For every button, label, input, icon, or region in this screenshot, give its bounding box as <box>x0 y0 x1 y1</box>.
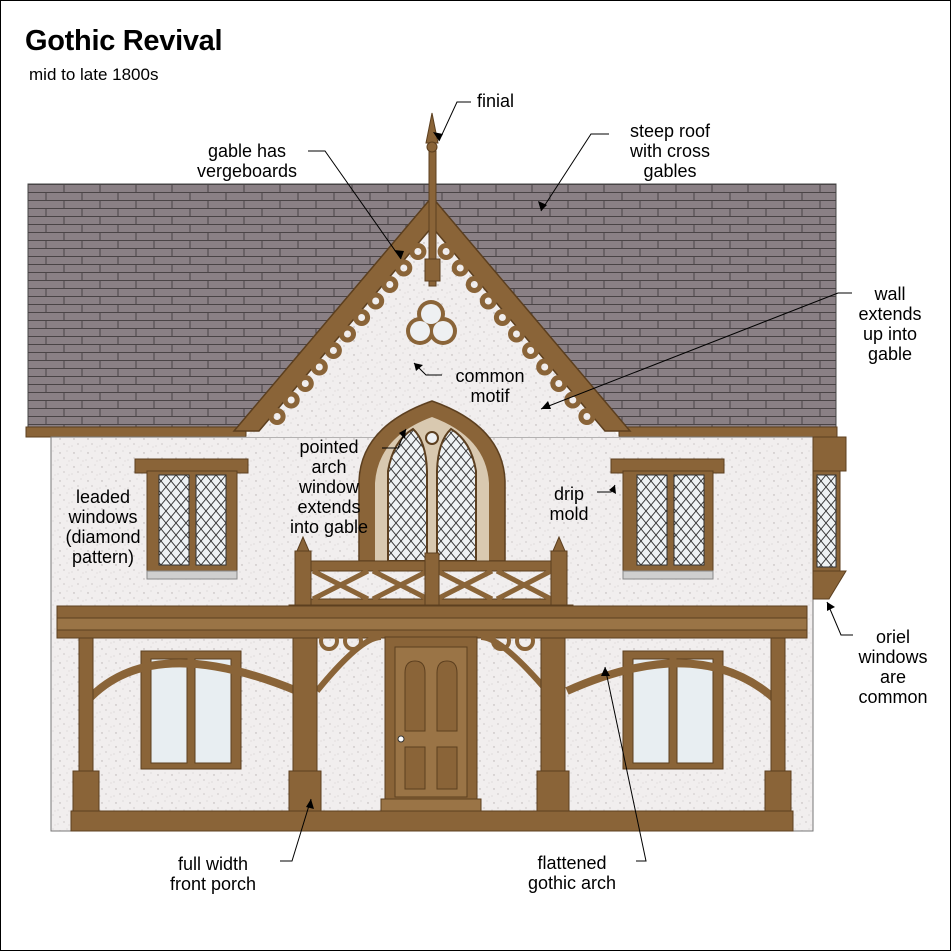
vergeboard-scallop <box>282 391 300 409</box>
vergeboard-scallop <box>479 292 497 310</box>
vergeboard-scallop <box>324 342 342 359</box>
left-leaded-window <box>134 458 249 580</box>
vergeboard-scallop <box>522 342 540 359</box>
vergeboard-scallop <box>381 276 399 293</box>
vergeboard-scallop <box>310 358 328 376</box>
vergeboard-scallop <box>564 391 582 409</box>
oriel-window <box>812 436 847 600</box>
vergeboard-scallop <box>268 408 286 425</box>
label-finial: finial <box>477 91 515 111</box>
vergeboard-scallop <box>437 243 455 260</box>
porch <box>56 605 808 832</box>
diagram-subtitle: mid to late 1800s <box>29 65 159 84</box>
vergeboard-scallop <box>451 259 469 277</box>
vergeboard-scallop <box>409 243 427 260</box>
finial <box>424 112 441 287</box>
trefoil-window <box>406 300 457 345</box>
diagram-title: Gothic Revival <box>25 25 223 57</box>
leader-lines <box>280 101 853 862</box>
vergeboard-scallop <box>550 375 568 392</box>
vergeboard-scallop <box>339 325 356 343</box>
pointed-arch-window <box>358 400 506 562</box>
vergeboard-scallop <box>367 292 385 310</box>
vergeboard-scallop <box>296 375 314 392</box>
right-leaded-window <box>610 458 725 580</box>
eave-left <box>25 426 247 438</box>
leader-arrowheads <box>306 132 835 809</box>
vergeboard-scallop <box>493 309 511 326</box>
vergeboard-scallop <box>578 408 596 425</box>
vergeboard-scallop <box>536 358 554 376</box>
vergeboard-scallop <box>508 325 525 343</box>
vergeboard-scallop <box>395 259 413 277</box>
vergeboard-scallop <box>353 309 371 326</box>
vergeboard-scallop <box>465 276 483 293</box>
eave-right <box>618 426 838 438</box>
